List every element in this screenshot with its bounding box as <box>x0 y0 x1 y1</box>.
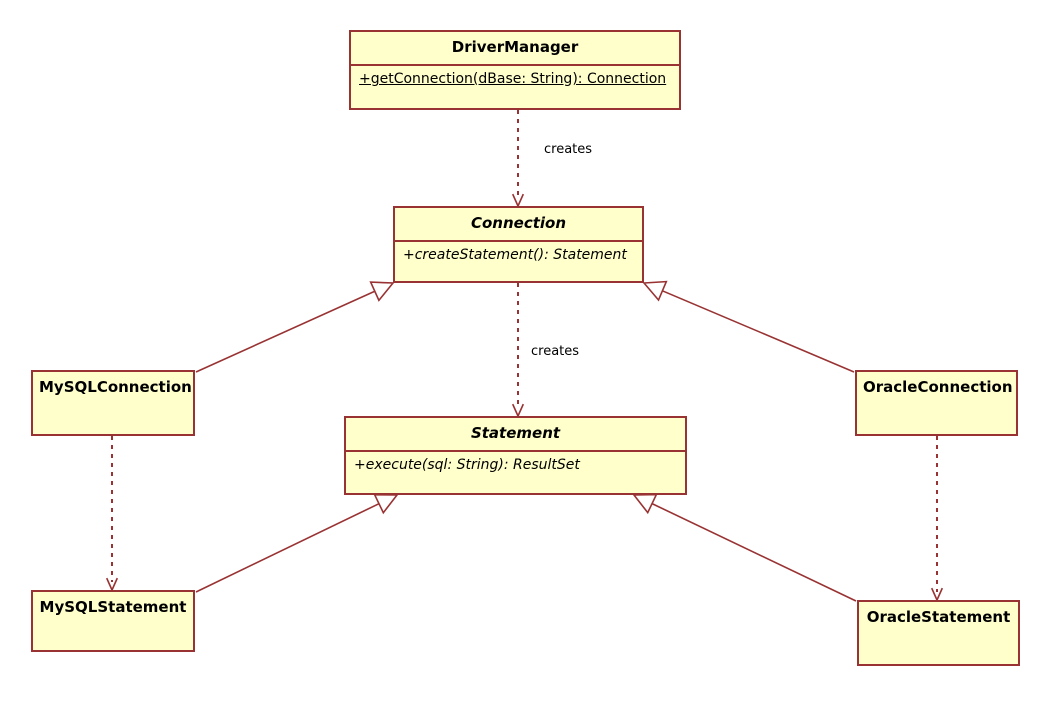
class-box-mysql-statement[interactable]: MySQLStatement <box>31 590 195 652</box>
class-box-mysql-connection[interactable]: MySQLConnection <box>31 370 195 436</box>
class-box-oracle-connection[interactable]: OracleConnection <box>855 370 1018 436</box>
edge-oraclestatement-extends-statement <box>632 493 857 602</box>
class-box-statement[interactable]: Statement +execute(sql: String): ResultSe… <box>344 416 687 495</box>
edge-oracleconnection-extends-connection <box>642 280 855 373</box>
edge-mysqlconnection-creates-mysqlstatement <box>105 436 119 592</box>
class-members-connection: +createStatement(): Statement <box>395 242 642 269</box>
class-name-connection: Connection <box>395 208 642 242</box>
class-member: +execute(sql: String): ResultSet <box>354 457 580 473</box>
edge-label-connection-creates-statement: creates <box>531 344 580 359</box>
class-member: +getConnection(dBase: String): Connectio… <box>359 71 667 87</box>
class-box-connection[interactable]: Connection +createStatement(): Statement <box>393 206 644 283</box>
class-members-statement: +execute(sql: String): ResultSet <box>346 452 685 479</box>
class-box-driver-manager[interactable]: DriverManager +getConnection(dBase: Strin… <box>349 30 681 110</box>
class-name-mysql-connection: MySQLConnection <box>39 378 192 396</box>
class-name-driver-manager: DriverManager <box>351 32 679 66</box>
edge-mysqlstatement-extends-statement <box>195 493 399 593</box>
edge-mysqlconnection-extends-connection <box>195 281 395 373</box>
class-name-mysql-statement: MySQLStatement <box>39 598 187 616</box>
class-name-oracle-connection: OracleConnection <box>863 378 1013 396</box>
edge-driver-creates-connection <box>511 110 525 208</box>
class-name-statement: Statement <box>346 418 685 452</box>
class-member: +createStatement(): Statement <box>403 247 627 263</box>
edge-oracleconnection-creates-oraclestatement <box>930 436 944 602</box>
edge-connection-creates-statement <box>511 283 525 418</box>
class-members-driver-manager: +getConnection(dBase: String): Connectio… <box>351 66 679 93</box>
class-name-oracle-statement: OracleStatement <box>866 608 1011 626</box>
class-box-oracle-statement[interactable]: OracleStatement <box>857 600 1020 666</box>
edge-label-driver-creates-connection: creates <box>544 142 593 157</box>
